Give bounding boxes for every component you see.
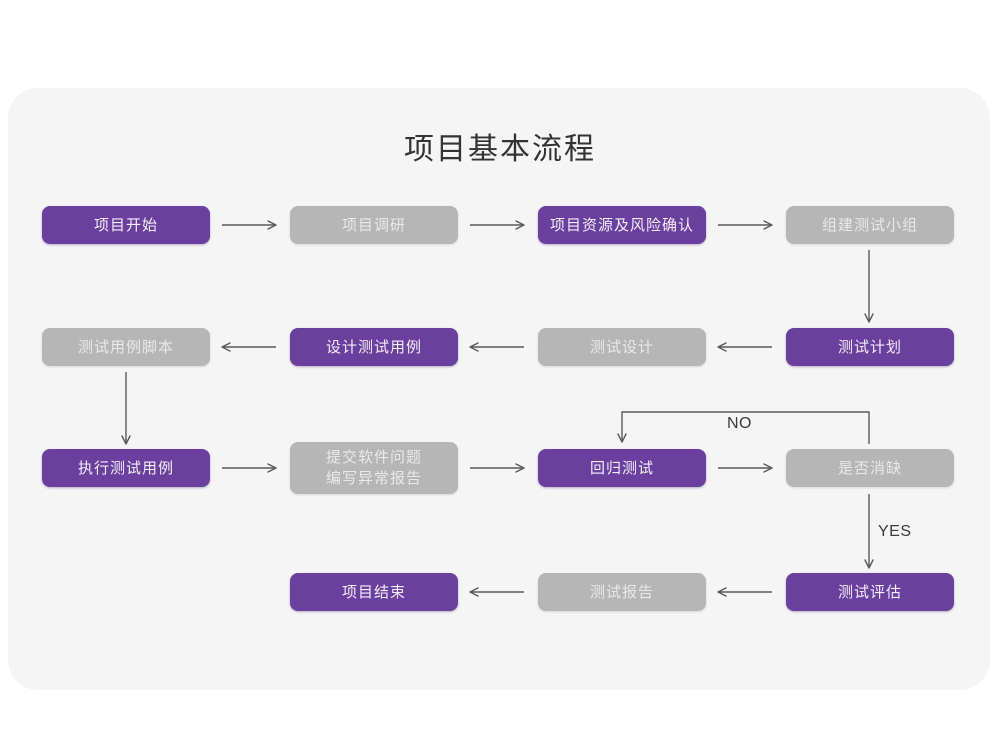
node-resource-risk-confirm[interactable]: 项目资源及风险确认 [538, 206, 706, 244]
node-form-test-team[interactable]: 组建测试小组 [786, 206, 954, 244]
node-defect-resolved[interactable]: 是否消缺 [786, 449, 954, 487]
node-test-case-script[interactable]: 测试用例脚本 [42, 328, 210, 366]
node-project-start[interactable]: 项目开始 [42, 206, 210, 244]
node-test-plan[interactable]: 测试计划 [786, 328, 954, 366]
node-project-research[interactable]: 项目调研 [290, 206, 458, 244]
page-title: 项目基本流程 [404, 133, 596, 166]
node-test-evaluation[interactable]: 测试评估 [786, 573, 954, 611]
node-test-design[interactable]: 测试设计 [538, 328, 706, 366]
node-test-report[interactable]: 测试报告 [538, 573, 706, 611]
node-design-test-case[interactable]: 设计测试用例 [290, 328, 458, 366]
node-execute-test-case[interactable]: 执行测试用例 [42, 449, 210, 487]
node-regression-test[interactable]: 回归测试 [538, 449, 706, 487]
edge-label-yes: YES [878, 523, 912, 540]
node-submit-bug-report[interactable]: 提交软件问题 编写异常报告 [290, 442, 458, 494]
edge-label-no: NO [727, 415, 752, 432]
node-project-end[interactable]: 项目结束 [290, 573, 458, 611]
